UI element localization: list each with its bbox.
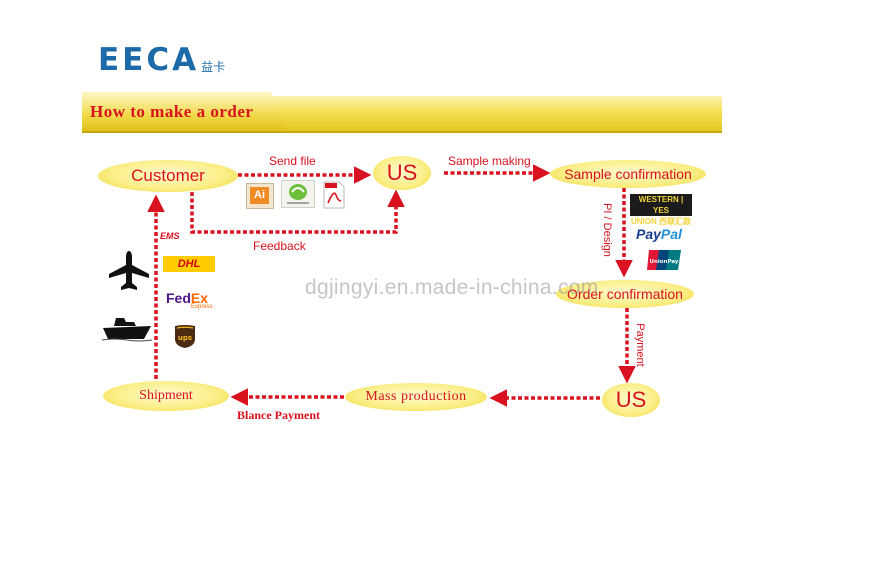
- label-pi-design: PI / Design: [601, 203, 613, 257]
- ups-label: ups: [178, 334, 192, 342]
- paypal-icon: PayPal: [636, 226, 682, 242]
- unionpay-label: UnionPay: [650, 259, 679, 265]
- ups-icon: ups: [175, 325, 195, 348]
- fedex-icon: FedEx: [166, 290, 208, 306]
- node-order-confirmation: Order confirmation: [556, 280, 694, 308]
- unionpay-icon: UnionPay: [647, 250, 681, 270]
- node-us-top: US: [373, 156, 431, 190]
- label-payment: Payment: [634, 323, 646, 367]
- eeca-logo: EECA 益卡: [98, 44, 225, 76]
- western-union-line-1: WESTERN | YES: [638, 195, 684, 215]
- title-banner-underline: [82, 131, 722, 133]
- logo-chinese-name: 益卡: [201, 60, 226, 74]
- node-sample-confirmation: Sample confirmation: [550, 160, 706, 188]
- dhl-icon: DHL: [163, 256, 215, 272]
- fedex-fed: Fed: [166, 290, 191, 306]
- title-banner-tab: [82, 92, 287, 131]
- ems-icon: EMS: [160, 231, 180, 241]
- node-mass-production: Mass production: [345, 383, 487, 411]
- logo-wordmark: EECA: [98, 42, 200, 78]
- watermark: dgjingyi.en.made-in-china.com: [305, 276, 599, 299]
- fedex-express-label: Express: [191, 304, 213, 310]
- fedex-ex: Ex: [190, 290, 209, 306]
- label-feedback: Feedback: [253, 239, 306, 253]
- paypal-pay: Pay: [636, 226, 661, 242]
- illustrator-file-icon: Ai: [246, 183, 274, 209]
- illustrator-file-icon-label: Ai: [250, 187, 269, 204]
- airplane-icon: [109, 251, 149, 290]
- western-union-line-2: UNION 西联汇款: [631, 217, 691, 226]
- node-shipment: Shipment: [103, 381, 229, 411]
- node-customer: Customer: [98, 160, 238, 192]
- paypal-pal: Pal: [660, 226, 682, 242]
- arrow-feedback: [190, 189, 405, 234]
- western-union-icon: WESTERN | YES UNION 西联汇款: [630, 194, 692, 226]
- ship-icon: [102, 318, 152, 342]
- page-title: How to make a order: [90, 102, 254, 121]
- label-send-file: Send file: [269, 154, 316, 168]
- pdf-file-icon: [323, 181, 345, 209]
- node-us-bottom: US: [602, 383, 660, 417]
- coreldraw-file-icon: [281, 180, 315, 208]
- label-sample-making: Sample making: [448, 154, 531, 168]
- label-balance-payment: Blance Payment: [237, 408, 320, 422]
